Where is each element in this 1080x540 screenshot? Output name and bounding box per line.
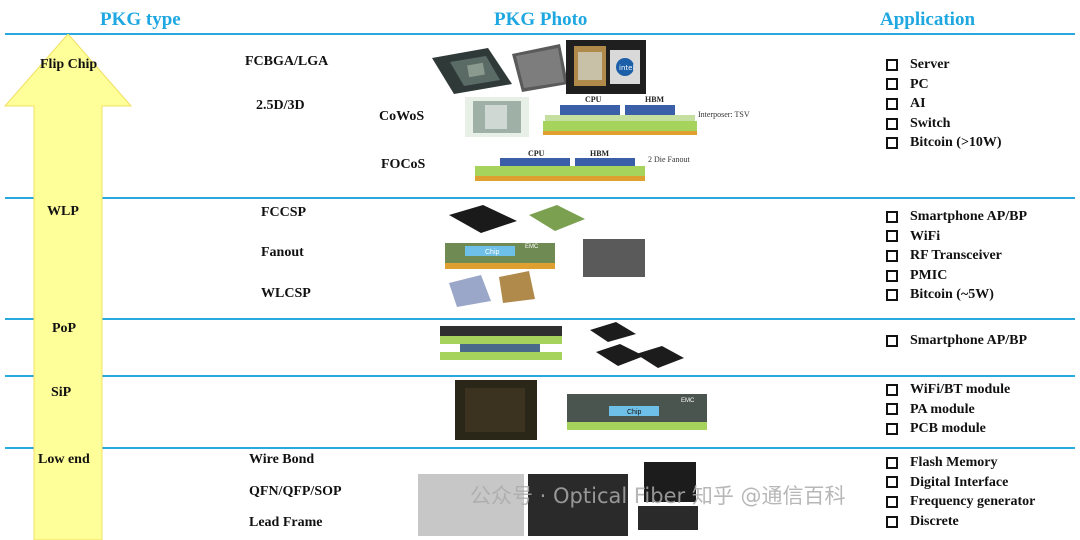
app-item: Digital Interface (886, 473, 1035, 493)
checkbox-icon (886, 334, 898, 347)
checkbox-icon (886, 78, 898, 91)
cowos-interposer-label: Interposer: TSV (698, 110, 750, 119)
watermark-text: 公众号 · Optical Fiber 知乎 @通信百科 (470, 484, 846, 508)
app-list-sip: WiFi/BT module PA module PCB module (886, 380, 1010, 439)
app-item: Bitcoin (>10W) (886, 133, 1002, 153)
header-application: Application (880, 9, 976, 30)
checkbox-icon (886, 422, 898, 435)
divider-flipchip-wlp (5, 197, 1075, 199)
sublabel-fccsp: FCCSP (261, 205, 307, 220)
fcbga-package-photo: intel (432, 40, 646, 94)
checkbox-icon (886, 495, 898, 508)
checkbox-icon (886, 137, 898, 150)
focos-package-photo: CPU HBM 2 Die Fanout (475, 149, 691, 181)
pop-package-photos (440, 322, 684, 368)
sip-package-photos: Chip EMC (455, 380, 707, 440)
app-item: Server (886, 55, 1002, 75)
sublabel-qfn: QFN/QFP/SOP (249, 484, 342, 499)
app-list-low-end: Flash Memory Digital Interface Frequency… (886, 453, 1035, 531)
sublabel-wlcsp: WLCSP (261, 286, 311, 301)
checkbox-icon (886, 403, 898, 416)
app-item: Flash Memory (886, 453, 1035, 473)
sublabel-fcbga: FCBGA/LGA (245, 54, 329, 69)
app-list-flip-chip: Server PC AI Switch Bitcoin (>10W) (886, 55, 1002, 153)
divider-sip-lowend (5, 447, 1075, 449)
divider-wlp-pop (5, 318, 1075, 320)
checkbox-icon (886, 249, 898, 262)
row-label-wlp: WLP (47, 204, 79, 219)
cowos-cpu-label: CPU (585, 95, 602, 104)
header-pkg-photo: PKG Photo (494, 9, 588, 30)
app-item: Switch (886, 114, 1002, 134)
app-item: PMIC (886, 266, 1027, 286)
app-list-wlp: Smartphone AP/BP WiFi RF Transceiver PMI… (886, 207, 1027, 305)
checkbox-icon (886, 456, 898, 469)
checkbox-icon (886, 269, 898, 282)
app-item: PCB module (886, 419, 1010, 439)
intel-logo-text: intel (619, 64, 634, 72)
header-pkg-type: PKG type (100, 9, 181, 30)
checkbox-icon (886, 58, 898, 71)
low-end-package-photos (418, 462, 698, 536)
checkbox-icon (886, 230, 898, 243)
focos-hbm-label: HBM (590, 149, 610, 158)
wlp-package-photos: Chip EMC (445, 205, 645, 307)
row-label-flip-chip: Flip Chip (40, 57, 98, 72)
row-label-pop: PoP (52, 321, 77, 336)
app-item: Smartphone AP/BP (886, 331, 1027, 351)
checkbox-icon (886, 383, 898, 396)
checkbox-icon (886, 117, 898, 130)
wlp-chip-label: Chip (485, 249, 500, 256)
trend-arrow (4, 34, 132, 540)
sip-emc-label: EMC (681, 398, 695, 404)
focos-fanout-label: 2 Die Fanout (648, 155, 691, 164)
row-label-sip: SiP (51, 385, 72, 400)
app-item: AI (886, 94, 1002, 114)
sip-chip-label: Chip (627, 409, 642, 416)
checkbox-icon (886, 476, 898, 489)
cowos-hbm-label: HBM (645, 95, 665, 104)
wlp-emc-label: EMC (525, 244, 539, 250)
checkbox-icon (886, 289, 898, 302)
checkbox-icon (886, 97, 898, 110)
checkbox-icon (886, 515, 898, 528)
row-label-low-end: Low end (38, 452, 90, 467)
divider-top (5, 33, 1075, 35)
app-item: RF Transceiver (886, 246, 1027, 266)
divider-pop-sip (5, 375, 1075, 377)
app-item: Discrete (886, 512, 1035, 532)
app-item: PA module (886, 400, 1010, 420)
checkbox-icon (886, 210, 898, 223)
app-item: Smartphone AP/BP (886, 207, 1027, 227)
cowos-package-photo: CPU HBM Interposer: TSV (465, 95, 750, 137)
app-item: Bitcoin (~5W) (886, 285, 1027, 305)
sublabel-2.5d-3d: 2.5D/3D (256, 98, 305, 113)
app-list-pop: Smartphone AP/BP (886, 331, 1027, 351)
sublabel-focos: FOCoS (381, 157, 426, 172)
app-item: WiFi (886, 227, 1027, 247)
focos-cpu-label: CPU (528, 149, 545, 158)
sublabel-lead-frame: Lead Frame (249, 515, 323, 530)
app-item: WiFi/BT module (886, 380, 1010, 400)
sublabel-fanout: Fanout (261, 245, 304, 260)
app-item: Frequency generator (886, 492, 1035, 512)
sublabel-wire-bond: Wire Bond (249, 452, 315, 467)
app-item: PC (886, 75, 1002, 95)
sublabel-cowos: CoWoS (379, 109, 425, 124)
